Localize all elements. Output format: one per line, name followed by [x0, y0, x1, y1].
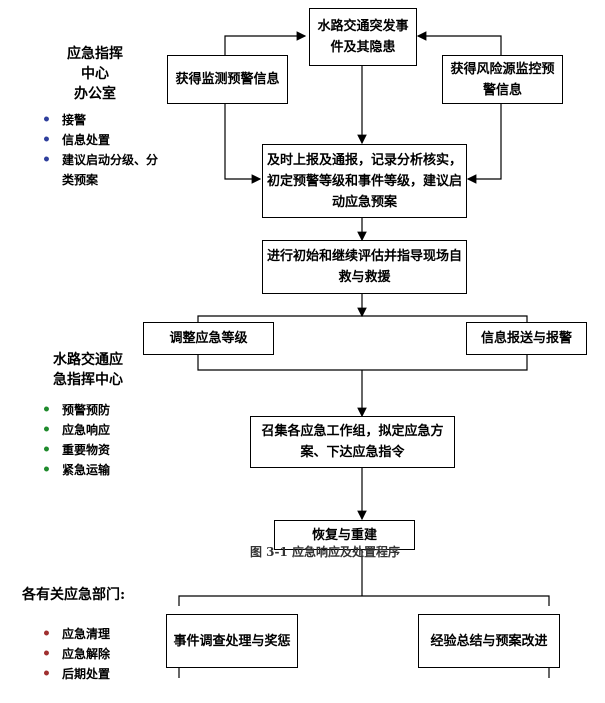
monitor-right-box: 获得风险源监控预警信息: [442, 55, 563, 104]
group1-title-line: 中心: [81, 66, 109, 82]
list-item: 建议启动分级、分类预案: [42, 150, 167, 190]
investigate-box: 事件调查处理与奖惩: [166, 614, 298, 668]
group1-title-line: 办公室: [74, 86, 116, 102]
group2-list: 预警预防 应急响应 重要物资 紧急运输: [42, 400, 152, 480]
figure-caption: 图 3-1 应急响应及处置程序: [250, 545, 401, 559]
top-event-box: 水路交通突发事件及其隐患: [309, 8, 417, 66]
list-item: 应急清理: [42, 624, 152, 644]
list-item: 预警预防: [42, 400, 152, 420]
top-event-label: 水路交通突发事件及其隐患: [317, 19, 409, 55]
assess-box: 进行初始和继续评估并指导现场自救与救援: [262, 240, 467, 294]
list-item: 应急响应: [42, 420, 152, 440]
list-item: 紧急运输: [42, 460, 152, 480]
summary-box: 经验总结与预案改进: [418, 614, 560, 668]
investigate-label: 事件调查处理与奖惩: [173, 633, 291, 649]
monitor-left-label: 获得监测预警信息: [175, 72, 280, 87]
list-item: 接警: [42, 110, 167, 130]
group2-title: 水路交通应 急指挥中心: [38, 350, 138, 390]
group1-title-line: 应急指挥: [67, 46, 123, 62]
adjust-label: 调整应急等级: [169, 331, 248, 346]
group3-title: 各有关应急部门:: [22, 585, 162, 605]
list-item: 应急解除: [42, 644, 152, 664]
group3-title-line: 各有关应急部门:: [22, 587, 126, 603]
list-item: 信息处置: [42, 130, 167, 150]
group1-list: 接警 信息处置 建议启动分级、分类预案: [42, 110, 167, 190]
group2-title-line: 急指挥中心: [53, 372, 123, 388]
arrow-left-to-report: [224, 104, 262, 184]
recover-box: 恢复与重建: [274, 520, 415, 550]
group1-title: 应急指挥 中心 办公室: [50, 44, 140, 104]
arrow-right-to-report: [466, 104, 502, 184]
list-item: 重要物资: [42, 440, 152, 460]
convene-label: 召集各应急工作组，拟定应急方案、下达应急指令: [261, 424, 444, 460]
arrow-right-to-top: [416, 31, 502, 55]
list-item: 后期处置: [42, 664, 152, 684]
monitor-left-box: 获得监测预警信息: [167, 55, 288, 104]
group2-title-line: 水路交通应: [53, 352, 123, 368]
monitor-right-label: 获得风险源监控预警信息: [450, 61, 555, 98]
upper-bracket: [197, 315, 528, 324]
group3-list: 应急清理 应急解除 后期处置: [42, 624, 152, 684]
convene-box: 召集各应急工作组，拟定应急方案、下达应急指令: [250, 416, 455, 468]
info-report-box: 信息报送与报警: [466, 322, 587, 355]
lower-bracket: [197, 355, 528, 371]
report-label: 及时上报及通报，记录分析核实，初定预警等级和事件等级，建议启动应急预案: [267, 152, 463, 210]
lower-split-bracket: [178, 595, 550, 606]
info-report-label: 信息报送与报警: [480, 331, 572, 346]
report-box: 及时上报及通报，记录分析核实，初定预警等级和事件等级，建议启动应急预案: [262, 144, 467, 218]
arrow-left-to-top: [224, 31, 307, 55]
recover-label: 恢复与重建: [311, 527, 377, 543]
adjust-box: 调整应急等级: [143, 322, 274, 355]
assess-label: 进行初始和继续评估并指导现场自救与救援: [267, 249, 463, 285]
summary-label: 经验总结与预案改进: [430, 633, 548, 649]
